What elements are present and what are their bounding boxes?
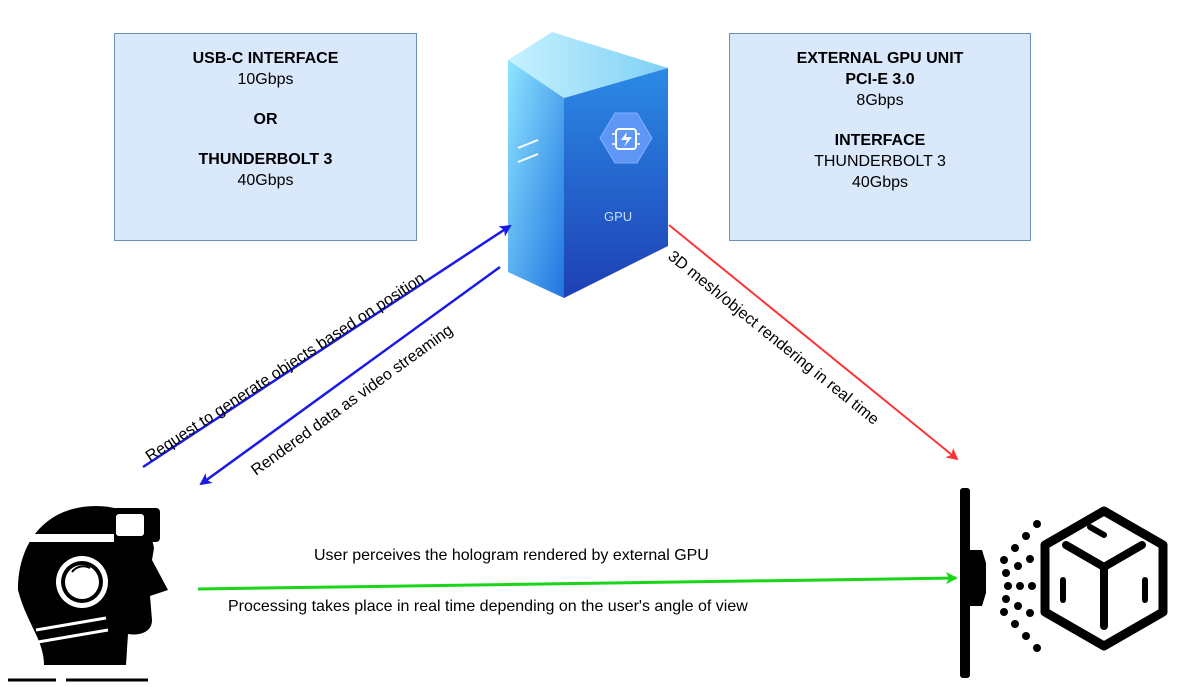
rendered-label: Rendered data as video streaming xyxy=(248,322,456,480)
box-title: EXTERNAL GPU UNIT xyxy=(796,50,964,67)
box-value: 40Gbps xyxy=(237,172,294,189)
box-title: USB-C INTERFACE xyxy=(192,50,339,67)
mesh-rendering-arrow xyxy=(668,224,959,461)
rendered-arrow xyxy=(199,265,501,486)
box-value: 10Gbps xyxy=(237,71,294,88)
external-gpu-unit-box: EXTERNAL GPU UNIT PCI-E 3.0 8Gbps INTERF… xyxy=(729,33,1031,241)
box-value: 40Gbps xyxy=(851,174,909,191)
perceive-label: User perceives the hologram rendered by … xyxy=(314,547,709,564)
mesh-label: 3D mesh/object rendering in real time xyxy=(664,248,881,429)
processing-label: Processing takes place in real time depe… xyxy=(228,598,748,615)
perception-arrow xyxy=(197,572,958,591)
box-subtitle: PCI-E 3.0 xyxy=(845,71,915,88)
vr-headset-user-icon xyxy=(8,506,168,682)
usb-c-interface-box: USB-C INTERFACE 10Gbps OR THUNDERBOLT 3 … xyxy=(114,33,417,241)
gpu-label: GPU xyxy=(604,209,632,224)
request-arrow xyxy=(142,224,512,469)
box-title: THUNDERBOLT 3 xyxy=(198,151,333,168)
gpu-server-icon: GPU xyxy=(508,32,668,298)
box-or: OR xyxy=(253,111,278,128)
hologram-projector-icon xyxy=(960,488,1168,678)
box-value: THUNDERBOLT 3 xyxy=(814,153,946,170)
box-value: 8Gbps xyxy=(856,92,904,109)
box-title: INTERFACE xyxy=(834,132,926,149)
